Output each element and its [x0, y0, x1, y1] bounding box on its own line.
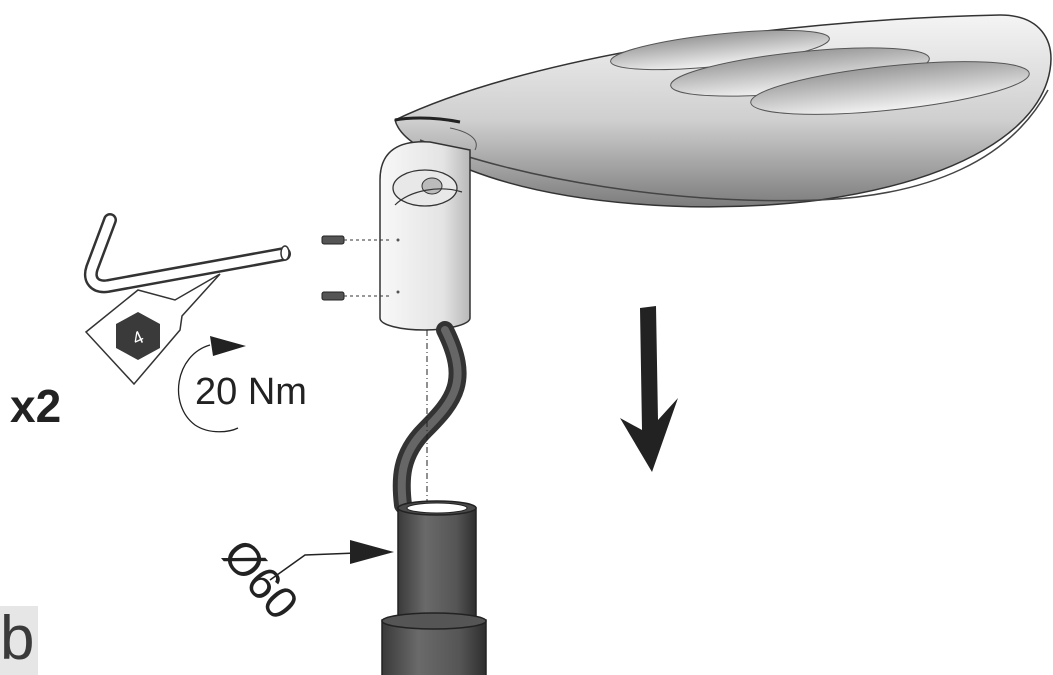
pole	[381, 500, 487, 675]
diameter-label: Ø60	[213, 529, 309, 629]
torque-arrow-icon	[178, 336, 246, 433]
screw-bottom	[321, 291, 392, 301]
cable	[392, 321, 467, 514]
mounting-adapter	[379, 141, 471, 331]
hex-socket-callout: 4	[84, 273, 221, 386]
torque-label: 20 Nm	[195, 371, 307, 413]
screw-top	[321, 235, 392, 245]
hex-key-icon	[83, 213, 291, 294]
step-label: b	[0, 604, 35, 673]
luminaire-head	[394, 14, 1052, 208]
down-arrow-icon	[620, 306, 678, 472]
step-badge	[0, 606, 38, 675]
diameter-leader	[269, 540, 394, 581]
quantity-label: x2	[10, 380, 61, 432]
hex-socket-icon	[116, 312, 160, 360]
